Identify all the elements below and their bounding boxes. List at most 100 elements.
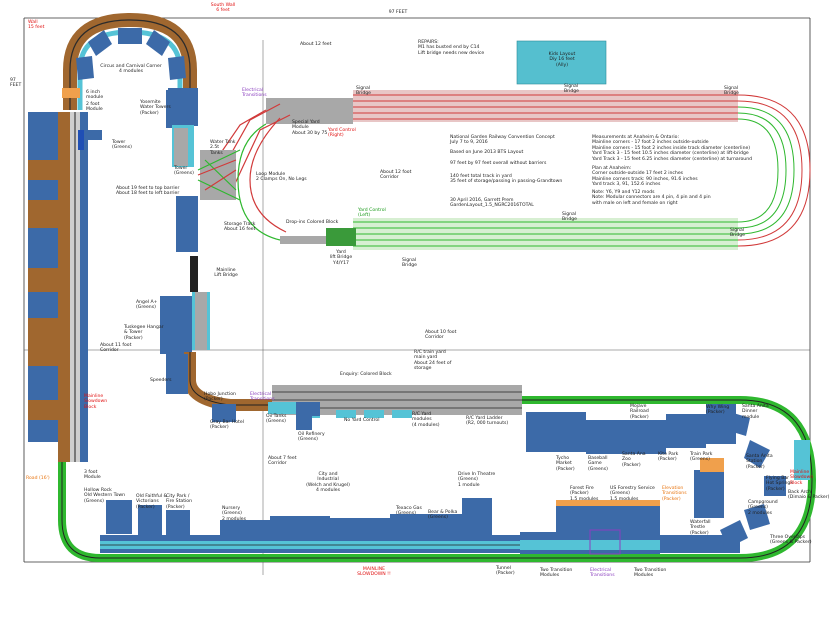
signal-bridge-3: Signal Bridge <box>724 86 739 97</box>
three-foot-label: 3 foot Module <box>84 470 101 481</box>
mojave-label: Mojave Railroad (Packer) <box>630 404 649 420</box>
us-forestry-label: US Forestry Service (Greens) 1.5 modules <box>610 486 655 502</box>
title-size: 97 feet by 97 feet overall without barri… <box>450 161 547 166</box>
santa-anita-label: Santa Anita Dinner module <box>742 404 769 420</box>
baseball-label: Baseball Game (Greens) <box>588 456 608 472</box>
kids-layout-label: Kids Layout Diy 16 feet (Ally) <box>548 52 576 68</box>
mainline-slowdown-right: Mainline Slowdown Block <box>790 470 814 486</box>
yard-loop <box>237 94 811 247</box>
gray-bar-label: Gray Bar Hotel (Packer) <box>210 420 244 431</box>
left-mainline-strip <box>28 112 102 462</box>
about12-top-label: About 12 feet <box>300 42 332 47</box>
right-wall-module <box>794 440 810 480</box>
rc-yard-label: R/C train yard main yard About 24 feet o… <box>414 350 452 372</box>
city-label: City and Industrial (Welch and Krugel) 4… <box>306 472 350 494</box>
title-basis: Based on June 2013 BTS Layout <box>450 150 524 155</box>
city-park-label: City Park / Fire Station (Packer) <box>166 494 192 510</box>
repairs-note: REPAIRS: M1 has busted end by C14 Lift b… <box>418 40 485 56</box>
road-label: Road (16') <box>26 476 50 481</box>
kite-label: Kite Park (Packer) <box>658 452 679 463</box>
about19-label: About 19 feet to top barrier About 18 fe… <box>116 186 180 197</box>
about10-label: About 10 foot Corridor <box>425 330 457 341</box>
campground-label: Campground (Greens) 2 modules <box>748 500 778 516</box>
speeders-curve <box>166 352 320 430</box>
nursery-label: Nursery (Greens) 2 modules <box>222 506 246 522</box>
measurements-note: Measurements at Anaheim & Ontario: Mainl… <box>592 135 753 162</box>
santa-anita-station-label: Santa Anita Station (Packer) <box>746 454 773 470</box>
signal-bridge-1: Signal Bridge <box>356 86 371 97</box>
rc-yard <box>272 385 522 418</box>
flying-bar-label: Flying Bar Hot Springs (Packer) <box>766 476 793 492</box>
two-foot-label: 2 foot Module <box>86 102 103 113</box>
electrical-transitions-bottom: Electrical Transitions <box>590 568 615 579</box>
corridor12-label: About 12 foot Corridor <box>380 170 412 181</box>
yard-control-right-label: Yard Control (Right) <box>328 128 356 139</box>
mainline-slowdown-left: Mainline Slowdown Block <box>84 394 108 410</box>
bottom-modules <box>106 404 786 548</box>
tower-label: Tower (Greens) <box>112 140 132 151</box>
plan-notes: Plan at Anaheim: Corner outside-outside … <box>592 166 698 188</box>
signal-bridge-5: Signal Bridge <box>730 228 745 239</box>
train-park-label: Train Park (Greens) <box>690 452 713 463</box>
electrical-transitions-mid: Electrical Transitions <box>250 392 275 403</box>
left-module-column <box>160 88 210 354</box>
why-wing-label: Why Wing (Packer) <box>706 405 730 416</box>
loop-module-label: Loop Module 2 Clamps On, No Legs <box>256 172 307 183</box>
left-dimension: 97 FEET <box>10 78 22 89</box>
drive-in-label: Drive In Theatre (Greens) 1 module <box>458 472 496 488</box>
santa-ana-zoo-label: Santa Ana Zoo (Packer) <box>622 452 646 468</box>
drop-colored-label: Drop-ins Colored Block <box>286 220 339 225</box>
angel-label: Angel A+ (Greens) <box>136 300 158 311</box>
two-transition-right-label: Two Transition Modules <box>634 568 667 579</box>
elevation-transitions-label: Elevation Transitions (Packer) <box>662 486 687 502</box>
oil-tanks-label: Oil Tanks (Greens) <box>266 414 287 425</box>
yard-bridge-label: Yard lift Bridge Y4/Y17 <box>329 250 353 266</box>
hollow-rock-label: Hollow Rock Old Western Town (Greens) <box>84 488 126 504</box>
bear-label: Bear & Polka (Greens) <box>428 510 458 521</box>
tunnel-label: Tunnel (Packer) <box>496 566 515 577</box>
texaco-label: Texaco Gas (Greens) <box>396 506 422 517</box>
kids-layout-box <box>516 40 607 85</box>
two-transition-left-label: Two Transition Modules <box>540 568 573 579</box>
about11-label: About 11 foot Corridor <box>100 343 132 354</box>
rc-modules-label: R/C Yard modules (4 modules) <box>412 412 440 428</box>
title-capacity: 140 feet total track in yard 35 feet of … <box>450 174 563 185</box>
waterfall-label: Waterfall Trestle (Packer) <box>690 520 711 536</box>
rc-ladder-label: R/C Yard Ladder (R2, 000 turnouts) <box>466 416 509 427</box>
storage-label: Storage Track About 16 feet <box>224 222 256 233</box>
yard-control-left-label: Yard Control (Left) <box>358 208 386 219</box>
back-arch-label: Back Arch (Dimaio & Packer) <box>788 490 830 501</box>
yosemite-label: Yosemite Water Towers (Packer) <box>140 100 171 116</box>
signal-bridge-6: Signal Bridge <box>402 258 417 269</box>
signal-bridge-2: Signal Bridge <box>564 84 579 95</box>
top-wall-label: South Wall 6 feet <box>210 3 236 14</box>
about7-label: About 7 feet Corridor <box>268 456 297 467</box>
title-revision: 30 April 2016, Garrett Prem GardenLayout… <box>450 198 534 209</box>
enquiry-label: Enquiry: Colored Block <box>340 372 392 377</box>
forest-label: Forest Fire (Packer) 1.5 modules <box>570 486 599 502</box>
title-heading: National Garden Railway Convention Conce… <box>450 135 555 146</box>
tuskegee-label: Tuskegee Hangar & Tower (Packer) <box>124 325 164 341</box>
tycho-label: Tycho Market (Packer) <box>556 456 575 472</box>
no-yard-control-label: No Yard Control <box>344 418 380 423</box>
bottom-yard <box>280 218 738 250</box>
three-overlaps-label: Three Overlaps (Greens & Packer) <box>770 535 812 546</box>
top-dimension: 97 FEET <box>388 10 408 15</box>
oil-refinery-label: Oil Refinery (Greens) <box>298 432 325 443</box>
signal-bridge-4: Signal Bridge <box>562 212 577 223</box>
water-tank-label: Water Tank 2.5t Tanks <box>210 140 236 156</box>
old-faithful-label: Old Faithful & Victorians (Packer) <box>136 494 168 510</box>
mainline-slowdown-bottom: MAINLINE SLOWDOWN !! <box>357 567 391 578</box>
corner-wall-label: Wall 15 feet <box>28 20 45 31</box>
module-notes: Note: Y6, Y9 and Y12 mods Note: Modular … <box>592 190 711 206</box>
center-junction <box>197 149 241 201</box>
mainline-lift-label: Mainline Lift Bridge <box>214 268 238 279</box>
six-inch-label: 6 inch module <box>86 90 104 101</box>
speeders-label: Speeders <box>150 378 172 383</box>
special-yard-label: Special Yard Module About 30 by 75 <box>292 120 328 136</box>
bottom-mainline <box>58 396 817 562</box>
top-yard <box>215 90 738 191</box>
tower2-label: Tower (Greens) <box>174 166 194 177</box>
electrical-transitions-top: Electrical Transitions <box>242 88 267 99</box>
